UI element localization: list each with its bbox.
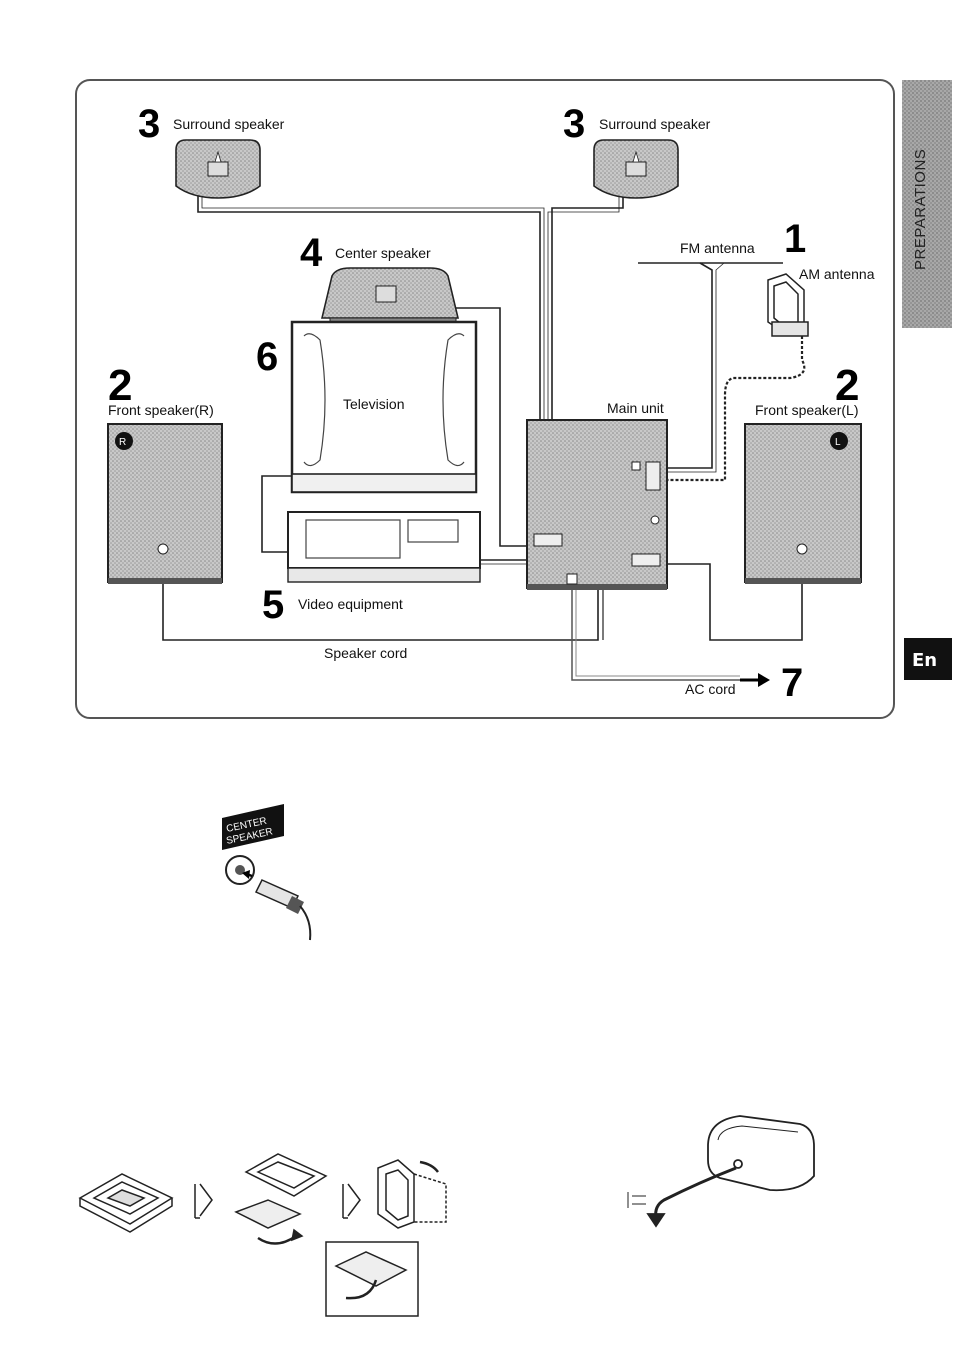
ac-cord-label: AC cord [685,681,736,697]
step-number-7: 7 [781,661,803,705]
television-label: Television [343,396,404,412]
connection-diagram: 3 Surround speaker 3 Surround speaker 4 … [76,80,894,718]
am-antenna-unfolding [236,1154,326,1244]
am-antenna-label: AM antenna [799,266,875,282]
surround-speaker-body [708,1116,814,1190]
am-antenna-standing [326,1160,446,1316]
language-tab-label: En [912,650,937,671]
main-unit-label: Main unit [607,400,664,416]
step-number-4: 4 [300,231,323,275]
fm-antenna-label: FM antenna [680,240,755,256]
center-speaker-label: Center speaker [335,245,431,261]
step-number-1: 1 [784,217,806,261]
language-tab: En [904,638,952,680]
am-antenna-assembly [80,1154,446,1316]
video-equipment-label: Video equipment [298,596,403,612]
speaker-terminal-icon [626,162,646,176]
surround-speaker-left-label: Surround speaker [173,116,285,132]
preparations-tab: PREPARATIONS [902,80,952,328]
front-speaker-right-label: Front speaker(R) [108,402,214,418]
channel-badge-r-label: R [119,437,126,448]
am-antenna-folded [80,1174,172,1232]
surround-speaker-rear-detail [628,1116,814,1226]
step-number-6: 6 [256,335,278,379]
front-speaker-left-label: Front speaker(L) [755,402,858,418]
center-speaker-jack-detail: CENTER SPEAKER [222,804,310,940]
speaker-terminal-icon [208,162,228,176]
main-unit: Main unit [527,400,667,590]
step-number-5: 5 [262,583,284,627]
step-number-3: 3 [138,102,160,146]
surround-speaker-right-label: Surround speaker [599,116,711,132]
step-arrow-icon [343,1184,360,1218]
step-arrow-icon [195,1184,212,1218]
preparations-tab-label: PREPARATIONS [912,149,929,270]
step-number-3: 3 [563,102,585,146]
speaker-cord-label: Speaker cord [324,645,407,661]
channel-badge-l-label: L [835,437,841,448]
